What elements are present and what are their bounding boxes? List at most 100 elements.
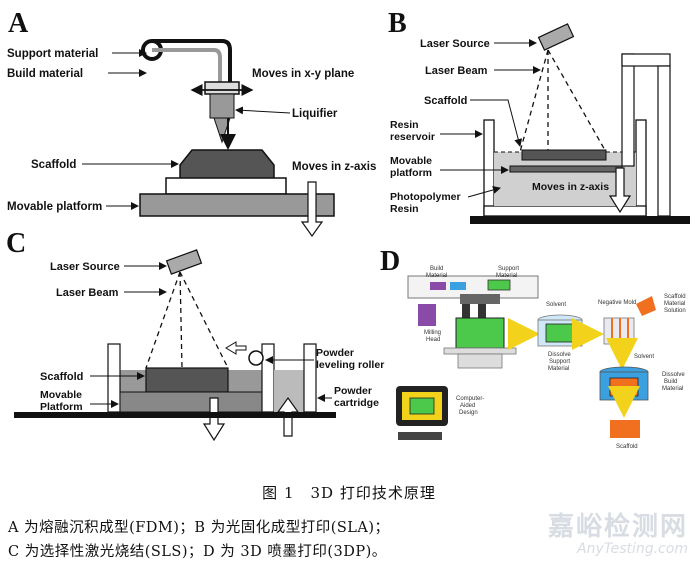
- label-scaffold-d: Scaffold: [616, 444, 638, 450]
- build-filament: [152, 48, 222, 82]
- label-photopolymer-1: Photopolymer: [390, 191, 461, 203]
- movable-platform-c: [119, 391, 263, 413]
- label-resin-reservoir-1: Resin: [390, 119, 419, 131]
- cad-keyboard: [398, 432, 442, 440]
- label-scaffold-b: Scaffold: [424, 95, 467, 107]
- label-build-material-d-2: Material: [426, 273, 447, 279]
- label-milling-head-1: Milling: [424, 330, 441, 336]
- print-head: [204, 81, 240, 95]
- label-movable-c-1: Movable: [40, 389, 82, 401]
- label-moves-xy: Moves in x-y plane: [252, 68, 354, 80]
- label-support-material-d-1: Support: [498, 266, 519, 272]
- label-solvent-2: Solvent: [634, 354, 654, 360]
- chamber-wall-left: [107, 343, 121, 413]
- leader-liquifier: [235, 106, 291, 115]
- label-dissolve-build-1: Dissolve: [662, 372, 685, 378]
- cartridge-wall-right: [303, 343, 317, 413]
- part-in-dish-2: [609, 377, 639, 397]
- label-support-material: Support material: [7, 48, 98, 60]
- chamber-wall-mid: [261, 343, 275, 413]
- label-support-material-d-2: Material: [496, 273, 517, 279]
- figure-3d-printing-principles: A Support material Build material Moves …: [6, 8, 690, 450]
- laser-source-b: [537, 23, 575, 51]
- nozzle-2: [478, 304, 486, 318]
- label-scaffold-solution-2: Material: [664, 301, 685, 307]
- figure-caption: 图 1 3D 打印技术原理: [262, 484, 436, 502]
- platform-top-a: [165, 177, 287, 195]
- label-dissolve-build-3: Material: [662, 386, 683, 392]
- label-roller-1: Powder: [316, 347, 354, 359]
- nozzle-1: [462, 304, 470, 318]
- label-dissolve-support-2: Support: [549, 359, 570, 365]
- label-solvent-1: Solvent: [546, 302, 566, 308]
- printer-bed-d: [443, 347, 517, 355]
- scaffold-c: [145, 367, 229, 393]
- label-scaffold-solution-1: Scaffold: [664, 294, 686, 300]
- movable-platform-b: [509, 165, 623, 173]
- watermark-cn: 嘉峪检测网: [547, 512, 688, 542]
- label-scaffold-a: Scaffold: [31, 159, 76, 171]
- printed-part-green: [455, 317, 505, 349]
- build-material-cartridge: [430, 282, 446, 290]
- label-movable-platform-a: Movable platform: [7, 201, 102, 213]
- label-movable-c-2: Platform: [40, 401, 83, 413]
- watermark: 嘉峪检测网 AnyTesting.com: [548, 506, 688, 557]
- label-milling-head-2: Head: [426, 337, 440, 343]
- label-liquifier: Liquifier: [292, 108, 338, 120]
- elevator-arm: [621, 53, 635, 167]
- z-arrow-c: [202, 397, 226, 442]
- caption-note-line-2: C 为选择性激光烧结(SLS)；D 为 3D 喷墨打印(3DP)。: [8, 544, 387, 560]
- tank-wall-left: [483, 119, 495, 217]
- liquifier-nozzle: [213, 117, 231, 144]
- label-dissolve-build-2: Build: [664, 379, 677, 385]
- laser-beam-b-left: [519, 49, 549, 153]
- label-cad-2: Aided: [460, 403, 475, 409]
- label-scaffold-c: Scaffold: [40, 371, 83, 383]
- z-arrow-b: [608, 167, 632, 214]
- leader-photopolymer: [467, 186, 501, 198]
- watermark-en: AnyTesting.com: [577, 541, 688, 557]
- label-movable-platform-b-1: Movable: [390, 155, 432, 167]
- laser-source-c: [165, 249, 203, 275]
- label-laser-beam-c: Laser Beam: [56, 287, 119, 299]
- panel-a-letter: A: [8, 8, 29, 39]
- support-filament: [152, 39, 232, 82]
- label-movable-platform-b-2: platform: [390, 167, 432, 179]
- elevator-column: [657, 65, 671, 217]
- cad-model: [409, 397, 435, 415]
- support-material-cartridge: [487, 279, 511, 291]
- label-cad-3: Design: [459, 410, 478, 416]
- z-arrow-a: [300, 181, 324, 238]
- powder-leveling-roller: [248, 350, 264, 366]
- label-cartridge-1: Powder: [334, 385, 372, 397]
- label-laser-beam-b: Laser Beam: [425, 65, 488, 77]
- panel-d-letter: D: [380, 246, 400, 277]
- liquifier-body: [209, 93, 235, 119]
- movable-platform-a: [139, 193, 335, 217]
- label-moves-z-a: Moves in z-axis: [292, 161, 376, 173]
- label-scaffold-solution-3: Solution: [664, 308, 686, 314]
- panel-c-sls: C Laser Source Laser Beam Scaffold Movab…: [6, 228, 384, 442]
- final-scaffold: [610, 420, 640, 438]
- elevator-top: [621, 53, 671, 67]
- printer-stand-d: [457, 353, 503, 369]
- label-roller-2: leveling roller: [316, 359, 384, 371]
- label-photopolymer-2: Resin: [390, 203, 419, 215]
- leader-scaffold-b: [470, 99, 523, 147]
- tank-wall-right: [635, 119, 647, 217]
- label-cad-1: Computer-: [456, 396, 484, 402]
- cartridge-blue: [450, 282, 466, 290]
- label-cartridge-2: cartridge: [334, 397, 379, 409]
- caption-note-line-1: A 为熔融沉积成型(FDM)；B 为光固化成型打印(SLA)；: [8, 520, 390, 536]
- panel-b-sla: B Laser Source Laser Beam Scaffold Resin: [388, 8, 690, 224]
- milling-head: [418, 304, 436, 326]
- base-b: [470, 216, 690, 224]
- laser-beam-b-right: [547, 49, 607, 153]
- label-laser-source-c: Laser Source: [50, 261, 120, 273]
- scaffold-b: [521, 149, 607, 161]
- label-dissolve-support-3: Material: [548, 366, 569, 372]
- label-build-material-d-1: Build: [430, 266, 443, 272]
- panel-d-3dp: D: [380, 246, 686, 450]
- panel-c-letter: C: [6, 228, 26, 259]
- label-build-material: Build material: [7, 68, 83, 80]
